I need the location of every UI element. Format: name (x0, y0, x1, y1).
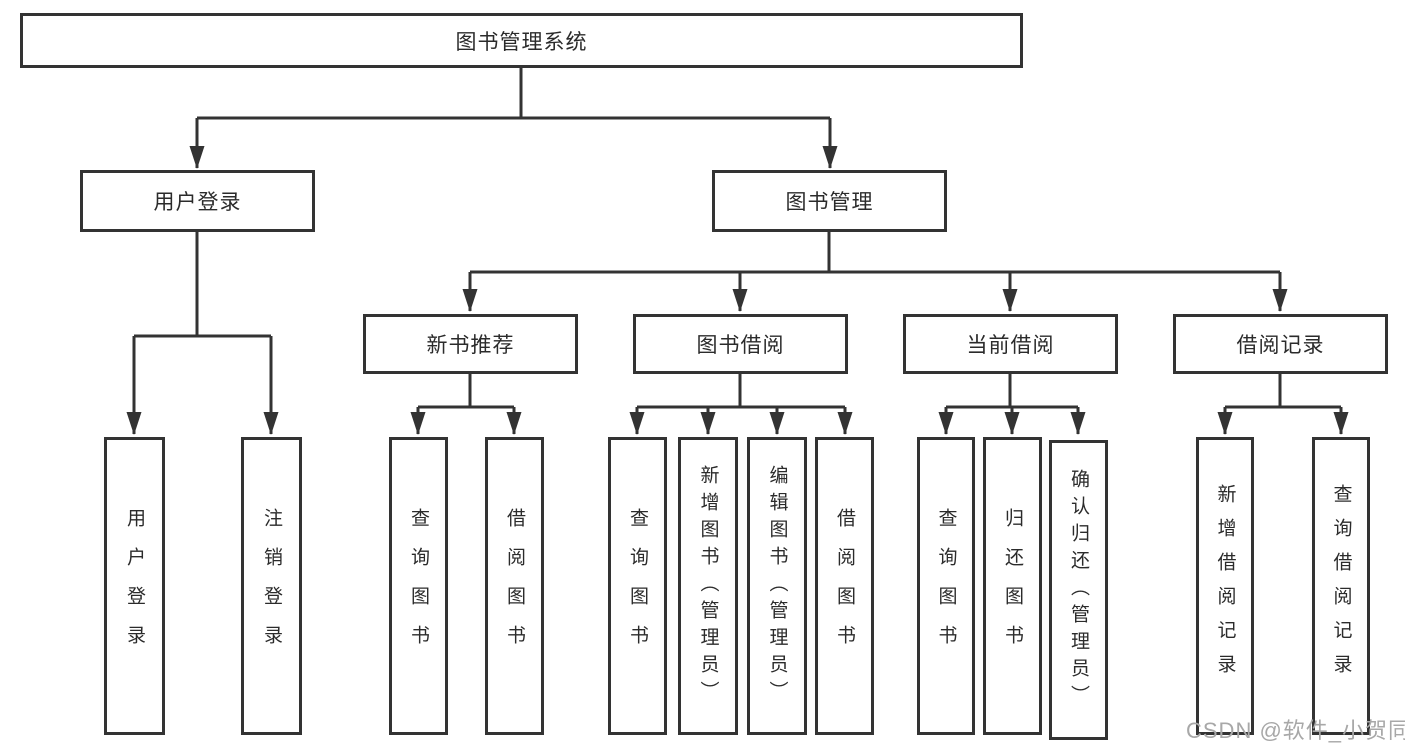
node-label: 查询借阅记录 (1330, 484, 1352, 688)
node-root-library-system: 图书管理系统 (20, 13, 1023, 68)
node-current-borrowing: 当前借阅 (903, 314, 1118, 374)
leaf-query-borrow-record: 查询借阅记录 (1312, 437, 1370, 735)
leaf-user-login: 用户登录 (104, 437, 165, 735)
node-label: 新增借阅记录 (1214, 484, 1236, 688)
node-user-login: 用户登录 (80, 170, 315, 232)
node-book-management: 图书管理 (712, 170, 947, 232)
node-borrowing-records: 借阅记录 (1173, 314, 1388, 374)
node-label: 借阅图书 (504, 508, 525, 664)
node-label: 图书管理系统 (455, 30, 588, 54)
leaf-add-borrow-record: 新增借阅记录 (1196, 437, 1254, 735)
leaf-logout: 注销登录 (241, 437, 302, 735)
leaf-borrow-books-recommend: 借阅图书 (485, 437, 544, 735)
leaf-query-books-borrowing: 查询图书 (608, 437, 667, 735)
leaf-add-book-admin: 新增图书（管理员） (678, 437, 738, 735)
leaf-query-books-recommend: 查询图书 (389, 437, 448, 735)
node-label: 当前借阅 (966, 334, 1055, 357)
leaf-return-book: 归还图书 (983, 437, 1042, 735)
node-book-borrowing: 图书借阅 (633, 314, 848, 374)
node-label: 借阅记录 (1236, 334, 1325, 357)
node-label: 图书借阅 (696, 334, 785, 357)
node-label: 用户登录 (153, 191, 242, 214)
node-label: 借阅图书 (834, 508, 855, 664)
leaf-borrow-book: 借阅图书 (815, 437, 874, 735)
node-label: 编辑图书（管理员） (766, 464, 788, 708)
leaf-confirm-return-admin: 确认归还（管理员） (1049, 440, 1108, 740)
leaf-edit-book-admin: 编辑图书（管理员） (747, 437, 807, 735)
csdn-watermark: CSDN @软件_小贺同学 (1186, 718, 1405, 743)
node-label: 查询图书 (935, 508, 957, 664)
node-label: 注销登录 (261, 508, 282, 664)
node-new-book-recommend: 新书推荐 (363, 314, 578, 374)
node-label: 新增图书（管理员） (697, 464, 719, 708)
node-label: 归还图书 (1002, 508, 1023, 664)
node-label: 图书管理 (785, 191, 874, 214)
node-label: 查询图书 (627, 508, 648, 664)
node-label: 用户登录 (124, 508, 145, 664)
node-label: 新书推荐 (426, 334, 515, 357)
leaf-query-books-current: 查询图书 (917, 437, 975, 735)
node-label: 查询图书 (408, 508, 429, 664)
node-label: 确认归还（管理员） (1068, 468, 1089, 712)
